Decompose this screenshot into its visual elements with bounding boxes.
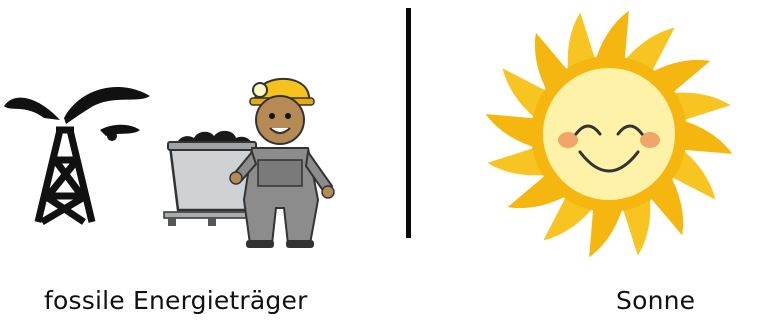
fossil-fuels-caption: fossile Energieträger	[44, 286, 308, 315]
sun-ray	[485, 114, 541, 150]
fossil-fuels-panel: fossile Energieträger	[4, 78, 335, 315]
miner-icon	[229, 78, 335, 248]
sun-ray	[677, 118, 733, 154]
sun-caption: Sonne	[616, 286, 696, 315]
oil-derrick-icon	[4, 87, 150, 226]
sun-ray	[593, 10, 629, 66]
sun-ray	[589, 202, 625, 258]
smiling-sun-icon	[485, 10, 733, 258]
sun-panel: Sonne	[420, 0, 774, 324]
divider	[406, 8, 411, 238]
coal-mine-cart-icon	[163, 130, 273, 226]
